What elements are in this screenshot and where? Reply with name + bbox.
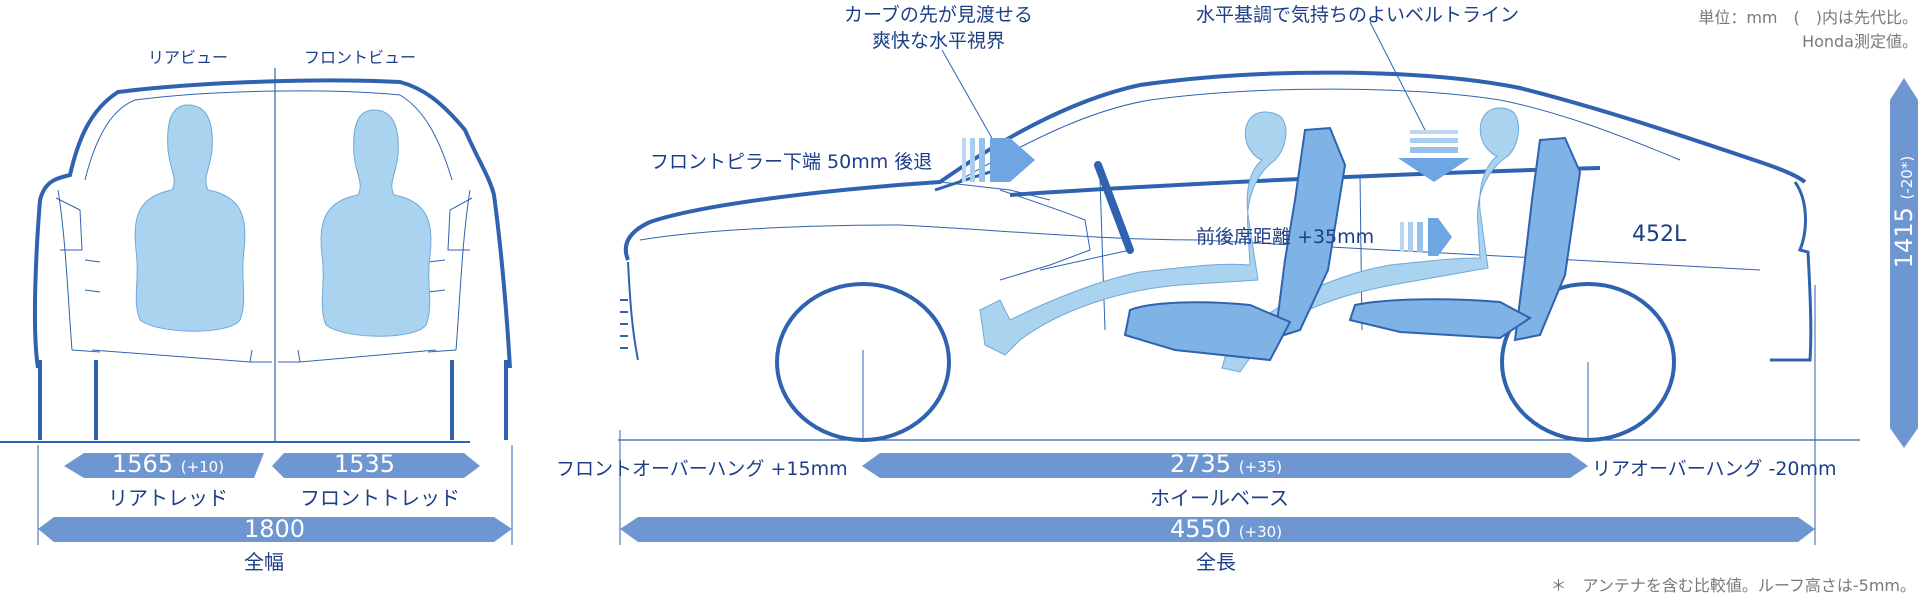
rear-tread-label: リアトレッド	[108, 486, 228, 510]
width-arrow	[38, 517, 512, 542]
height-diff: (-20*)	[1898, 155, 1916, 200]
height-value: 1415 (-20*)	[1890, 155, 1918, 269]
trunk-capacity-label: 452L	[1632, 222, 1687, 247]
side-body-outline	[623, 70, 1807, 261]
width-value: 1800	[244, 515, 306, 543]
front-seat	[1123, 126, 1347, 362]
pillar-arrow-icon	[962, 138, 1035, 182]
beltline-arrow-icon	[1398, 130, 1470, 182]
seat-distance-arrow-icon	[1400, 218, 1452, 256]
front-overhang-label: フロントオーバーハング +15mm	[556, 458, 848, 480]
rear-seat	[1348, 136, 1582, 342]
rear-tread-arrow	[64, 453, 264, 478]
front-tread-value: 1535	[334, 450, 396, 478]
wheelbase-value: 2735 (+35)	[1170, 450, 1283, 478]
rear-overhang-label: リアオーバーハング -20mm	[1592, 458, 1837, 480]
wheelbase-diff: (+35)	[1238, 458, 1283, 476]
rear-seat-silhouette	[134, 104, 246, 332]
unit-note-line1: 単位：mm ( )内は先代比。	[1698, 8, 1918, 27]
footnote: ＊ アンテナを含む比較値。ルーフ高さは-5mm。	[1550, 576, 1916, 595]
front-tread-arrow	[272, 453, 480, 478]
rear-view-label: リアビュー	[148, 48, 229, 67]
section-view	[0, 68, 513, 545]
unit-note-line2: Honda測定値。	[1802, 32, 1918, 51]
curve-view-annotation-line1: カーブの先が見渡せる	[844, 4, 1033, 26]
section-body-outline	[32, 78, 512, 369]
front-view-label: フロントビュー	[304, 48, 417, 67]
length-arrow	[620, 517, 1815, 542]
front-tread-label: フロントトレッド	[300, 486, 460, 510]
width-label: 全幅	[244, 550, 284, 574]
height-arrow	[1890, 78, 1918, 448]
rear-tread-diff: (+10)	[180, 458, 225, 476]
length-value: 4550 (+30)	[1170, 515, 1283, 543]
front-seat-silhouette	[320, 109, 432, 337]
seat-distance-annotation: 前後席距離 +35mm	[1196, 226, 1375, 248]
wheelbase-arrow	[862, 453, 1588, 478]
pillar-annotation: フロントピラー下端 50mm 後退	[650, 151, 933, 173]
rear-tread-value: 1565 (+10)	[112, 450, 225, 478]
length-label: 全長	[1196, 550, 1236, 574]
wheelbase-label: ホイールベース	[1150, 486, 1289, 510]
section-greenhouse	[84, 90, 453, 181]
curve-view-annotation-line2: 爽快な水平視界	[872, 30, 1006, 52]
side-view	[618, 70, 1860, 545]
beltline-annotation: 水平基調で気持ちのよいベルトライン	[1196, 4, 1520, 26]
length-diff: (+30)	[1238, 523, 1283, 541]
front-occupant	[979, 111, 1287, 356]
